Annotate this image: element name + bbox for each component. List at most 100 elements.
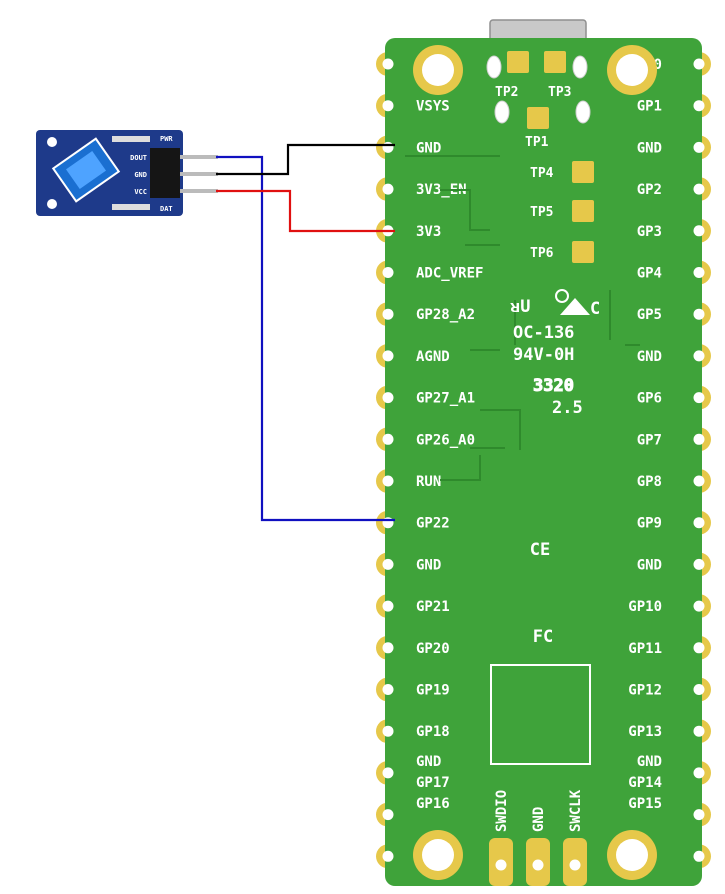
debug-pin-hole xyxy=(495,859,507,871)
right-pin-label: GP5 xyxy=(637,307,662,323)
left-pin-hole xyxy=(382,433,394,445)
wires xyxy=(216,143,395,522)
right-pin-hole xyxy=(693,684,705,695)
right-pin-label: GP2 xyxy=(637,182,662,198)
right-pin-hole xyxy=(693,725,705,737)
right-pin-label: GND xyxy=(637,754,662,770)
right-pin-hole xyxy=(693,809,705,821)
module-pin-label: VCC xyxy=(134,188,147,196)
left-pin-label: VSYS xyxy=(416,99,450,115)
left-pin-hole xyxy=(382,809,394,821)
module-hole xyxy=(47,137,57,147)
left-pin-label: GP16 xyxy=(416,796,450,812)
left-pin-hole xyxy=(382,100,394,112)
mount-hole xyxy=(616,839,648,871)
right-pin-label: GP4 xyxy=(637,266,662,282)
smd-component xyxy=(112,204,150,210)
debug-pin-hole xyxy=(532,859,544,871)
test-point-pad xyxy=(572,200,594,222)
right-pin-hole xyxy=(693,850,705,862)
left-pin-hole xyxy=(382,850,394,862)
module-pin-label: DOUT xyxy=(130,154,147,162)
left-pin-hole xyxy=(382,392,394,404)
left-pin-hole xyxy=(382,475,394,487)
left-pin-label: RUN xyxy=(416,474,441,490)
ul-mark: ᴚU xyxy=(510,297,530,317)
pcb-trace xyxy=(440,455,481,481)
right-pin-hole xyxy=(693,350,705,362)
left-pin-label: GP20 xyxy=(416,641,450,657)
test-point-pad xyxy=(572,241,594,263)
right-pin-label: GND xyxy=(637,140,662,156)
right-pin-label: GP14 xyxy=(628,775,662,791)
debug-pin-label: SWDIO xyxy=(494,790,510,832)
fc-mark: FC xyxy=(533,627,553,647)
test-point-label: TP2 xyxy=(495,85,518,100)
left-pin-label: ADC_VREF xyxy=(416,266,483,282)
test-point-label: TP4 xyxy=(530,166,554,181)
right-pin-hole xyxy=(693,267,705,278)
right-pin-label: GP13 xyxy=(628,724,662,740)
left-pin-label: GP27_A1 xyxy=(416,391,475,407)
smd-component xyxy=(112,136,150,142)
module-hole xyxy=(47,199,57,209)
header-pin xyxy=(180,155,218,159)
right-pin-label: GP6 xyxy=(637,391,662,407)
right-pin-hole xyxy=(693,475,705,487)
right-pin-hole xyxy=(693,600,705,612)
left-pin-label: GND xyxy=(416,557,441,573)
left-pin-hole xyxy=(382,558,394,570)
debug-pin-hole xyxy=(569,859,581,871)
right-pin-label: GP3 xyxy=(637,224,662,240)
left-pin-label: GND xyxy=(416,140,441,156)
right-pin-label: GP11 xyxy=(628,641,662,657)
right-pin-hole xyxy=(693,225,705,237)
left-pin-hole xyxy=(382,183,394,195)
via-hole xyxy=(486,55,502,79)
wire-gnd xyxy=(216,143,395,176)
wire-dout xyxy=(216,155,395,522)
test-point-pad xyxy=(572,161,594,183)
right-pin-label: GP10 xyxy=(628,599,662,615)
left-pin-label: 3V3 xyxy=(416,224,441,240)
left-pin-hole xyxy=(382,267,394,278)
ce-mark: CE xyxy=(530,540,550,560)
left-pin-hole xyxy=(382,725,394,737)
wire-vcc xyxy=(216,189,395,233)
right-pin-hole xyxy=(693,767,705,779)
right-pin-hole xyxy=(693,183,705,195)
led-label-dat: DAT xyxy=(160,205,173,213)
test-point-label: TP3 xyxy=(548,85,571,100)
test-point-pad xyxy=(527,107,549,129)
debug-pin-label: GND xyxy=(531,807,547,832)
right-pin-hole xyxy=(693,308,705,320)
via-hole xyxy=(494,100,510,124)
test-point-label: TP1 xyxy=(525,135,549,150)
left-pin-label: GP21 xyxy=(416,599,450,615)
mount-hole xyxy=(422,54,454,86)
left-pin-hole xyxy=(382,767,394,779)
right-pin-label: GP1 xyxy=(637,99,662,115)
marking-line2: 94V-0H xyxy=(513,345,574,365)
right-pin-label: GP15 xyxy=(628,796,662,812)
left-pin-hole xyxy=(382,684,394,695)
debug-pin-label: SWCLK xyxy=(568,789,584,832)
left-pin-label: AGND xyxy=(416,349,450,365)
header-pin xyxy=(180,189,218,193)
right-pin-hole xyxy=(693,58,705,70)
led-label-pwr: PWR xyxy=(160,135,173,143)
silk-rectangle xyxy=(490,664,591,765)
header-pin xyxy=(180,172,218,176)
ul-c-mark: C xyxy=(590,299,600,319)
left-pin-label: GP17 xyxy=(416,775,450,791)
pico-board: VBUSVSYSGND3V3_EN3V3ADC_VREFGP28_A2AGNDG… xyxy=(376,19,711,886)
ul-registered-icon xyxy=(555,289,569,303)
right-pin-hole xyxy=(693,392,705,404)
pin-header xyxy=(150,148,180,198)
left-pin-hole xyxy=(382,600,394,612)
left-pin-hole xyxy=(382,642,394,654)
left-pin-label: GP18 xyxy=(416,724,450,740)
